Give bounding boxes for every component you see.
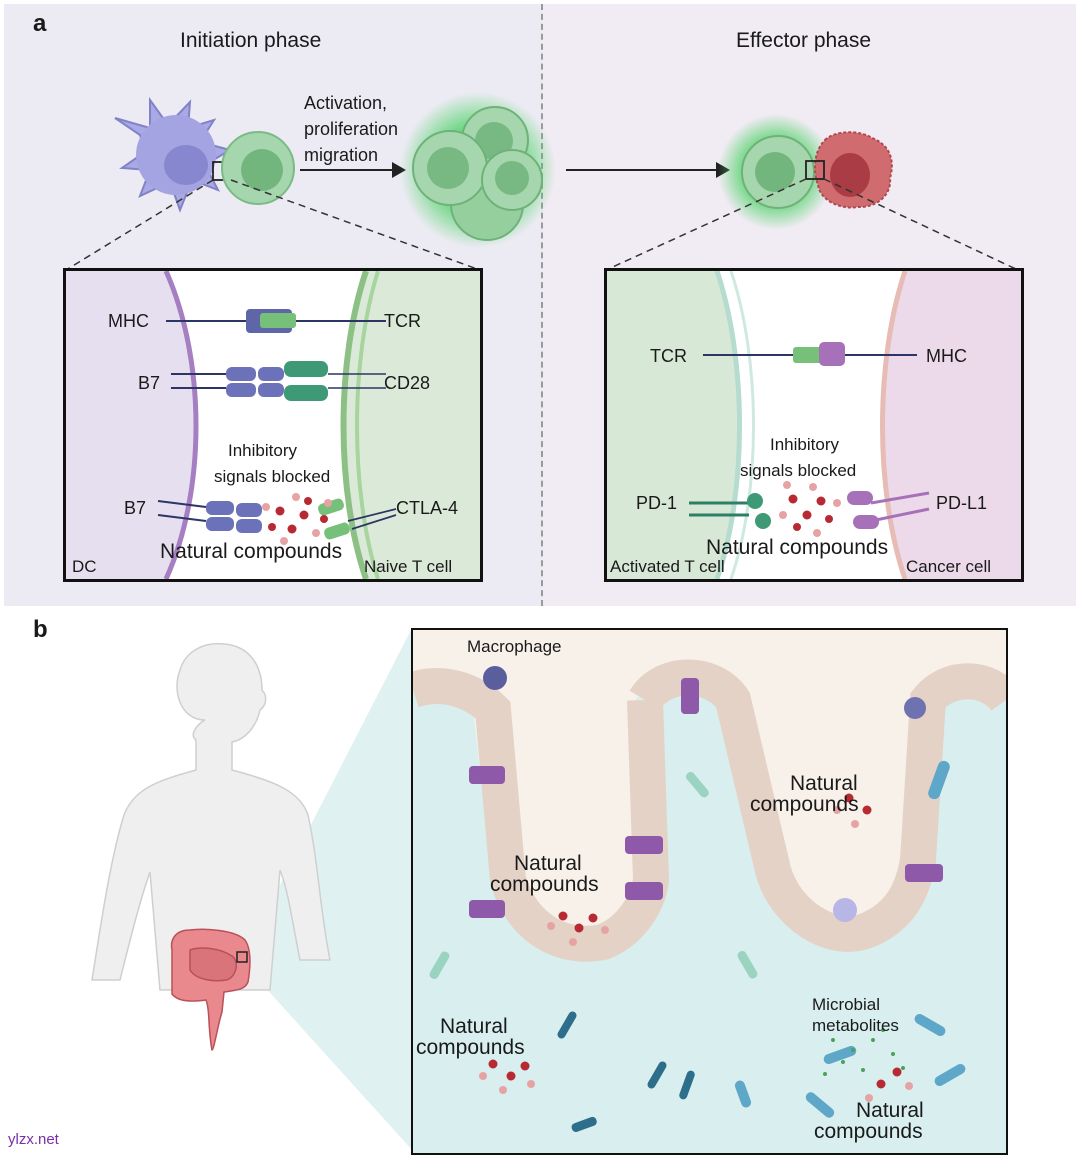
panel-a-cells-illustration xyxy=(65,92,1019,271)
cd28-label: CD28 xyxy=(384,373,431,393)
effector-inhibitory-label-2: signals blocked xyxy=(740,461,857,480)
activation-text-3: migration xyxy=(304,145,379,165)
microbial-label-1: Microbial xyxy=(812,995,881,1014)
naive-t-cell xyxy=(221,131,295,205)
dc-label: DC xyxy=(72,557,97,576)
initiation-phase-title: Initiation phase xyxy=(180,29,322,52)
macrophage-cell xyxy=(483,666,507,690)
activation-text-1: Activation, xyxy=(304,93,388,113)
dendritic-cell xyxy=(114,96,233,213)
compounds-bottom-right-label-2: compounds xyxy=(814,1120,923,1143)
inhibitory-label-2: signals blocked xyxy=(214,467,331,486)
initiation-compounds-label: Natural compounds xyxy=(160,540,343,563)
activated-t-cell-label: Activated T cell xyxy=(610,557,725,576)
pdl1-label: PD-L1 xyxy=(936,493,988,513)
pd1-label: PD-1 xyxy=(636,493,678,513)
compounds-top-right-label-1: Natural xyxy=(790,772,858,795)
intestine-zoom-box xyxy=(236,951,248,963)
human-body xyxy=(91,642,331,991)
b7-bottom-label: B7 xyxy=(124,498,147,518)
cancer-cell-label: Cancer cell xyxy=(906,557,992,576)
microbial-label-2: metabolites xyxy=(812,1016,899,1035)
effector-inhibitory-label-1: Inhibitory xyxy=(770,435,839,454)
activation-text-2: proliferation xyxy=(304,119,399,139)
mhc-label: MHC xyxy=(108,311,149,331)
effector-phase-title: Effector phase xyxy=(736,29,872,52)
compounds-center-label-2: compounds xyxy=(490,873,599,896)
ctla4-label: CTLA-4 xyxy=(396,498,459,518)
effector-tcr-label: TCR xyxy=(650,346,687,366)
initiation-inset xyxy=(63,268,483,582)
naive-t-cell-label: Naive T cell xyxy=(364,557,453,576)
panel-a-letter: a xyxy=(33,10,47,37)
proliferating-t-cells xyxy=(400,92,556,248)
compounds-center-label-1: Natural xyxy=(514,852,582,875)
intestine xyxy=(170,928,251,1051)
inhibitory-label-1: Inhibitory xyxy=(228,441,297,460)
panel-b-letter: b xyxy=(33,616,48,643)
effector-mhc-label: MHC xyxy=(926,346,967,366)
effector-inset xyxy=(604,268,1024,582)
activated-t-cell xyxy=(718,114,834,230)
compounds-bottom-left-label-1: Natural xyxy=(440,1015,508,1038)
zoom-box-effector xyxy=(805,160,825,180)
compounds-bottom-right-label-1: Natural xyxy=(856,1099,924,1122)
tcr-label: TCR xyxy=(384,311,421,331)
watermark: ylzx.net xyxy=(8,1131,59,1148)
compounds-bottom-left-label-2: compounds xyxy=(416,1036,525,1059)
macrophage-label: Macrophage xyxy=(467,637,562,656)
phase-divider xyxy=(541,4,543,606)
panel-b-illustration xyxy=(91,628,412,1150)
compounds-top-right-label-2: compounds xyxy=(750,793,859,816)
cancer-cell xyxy=(813,131,893,209)
effector-compounds-label: Natural compounds xyxy=(706,536,889,559)
gut-inset xyxy=(411,628,1008,1155)
b7-top-label: B7 xyxy=(138,373,161,393)
